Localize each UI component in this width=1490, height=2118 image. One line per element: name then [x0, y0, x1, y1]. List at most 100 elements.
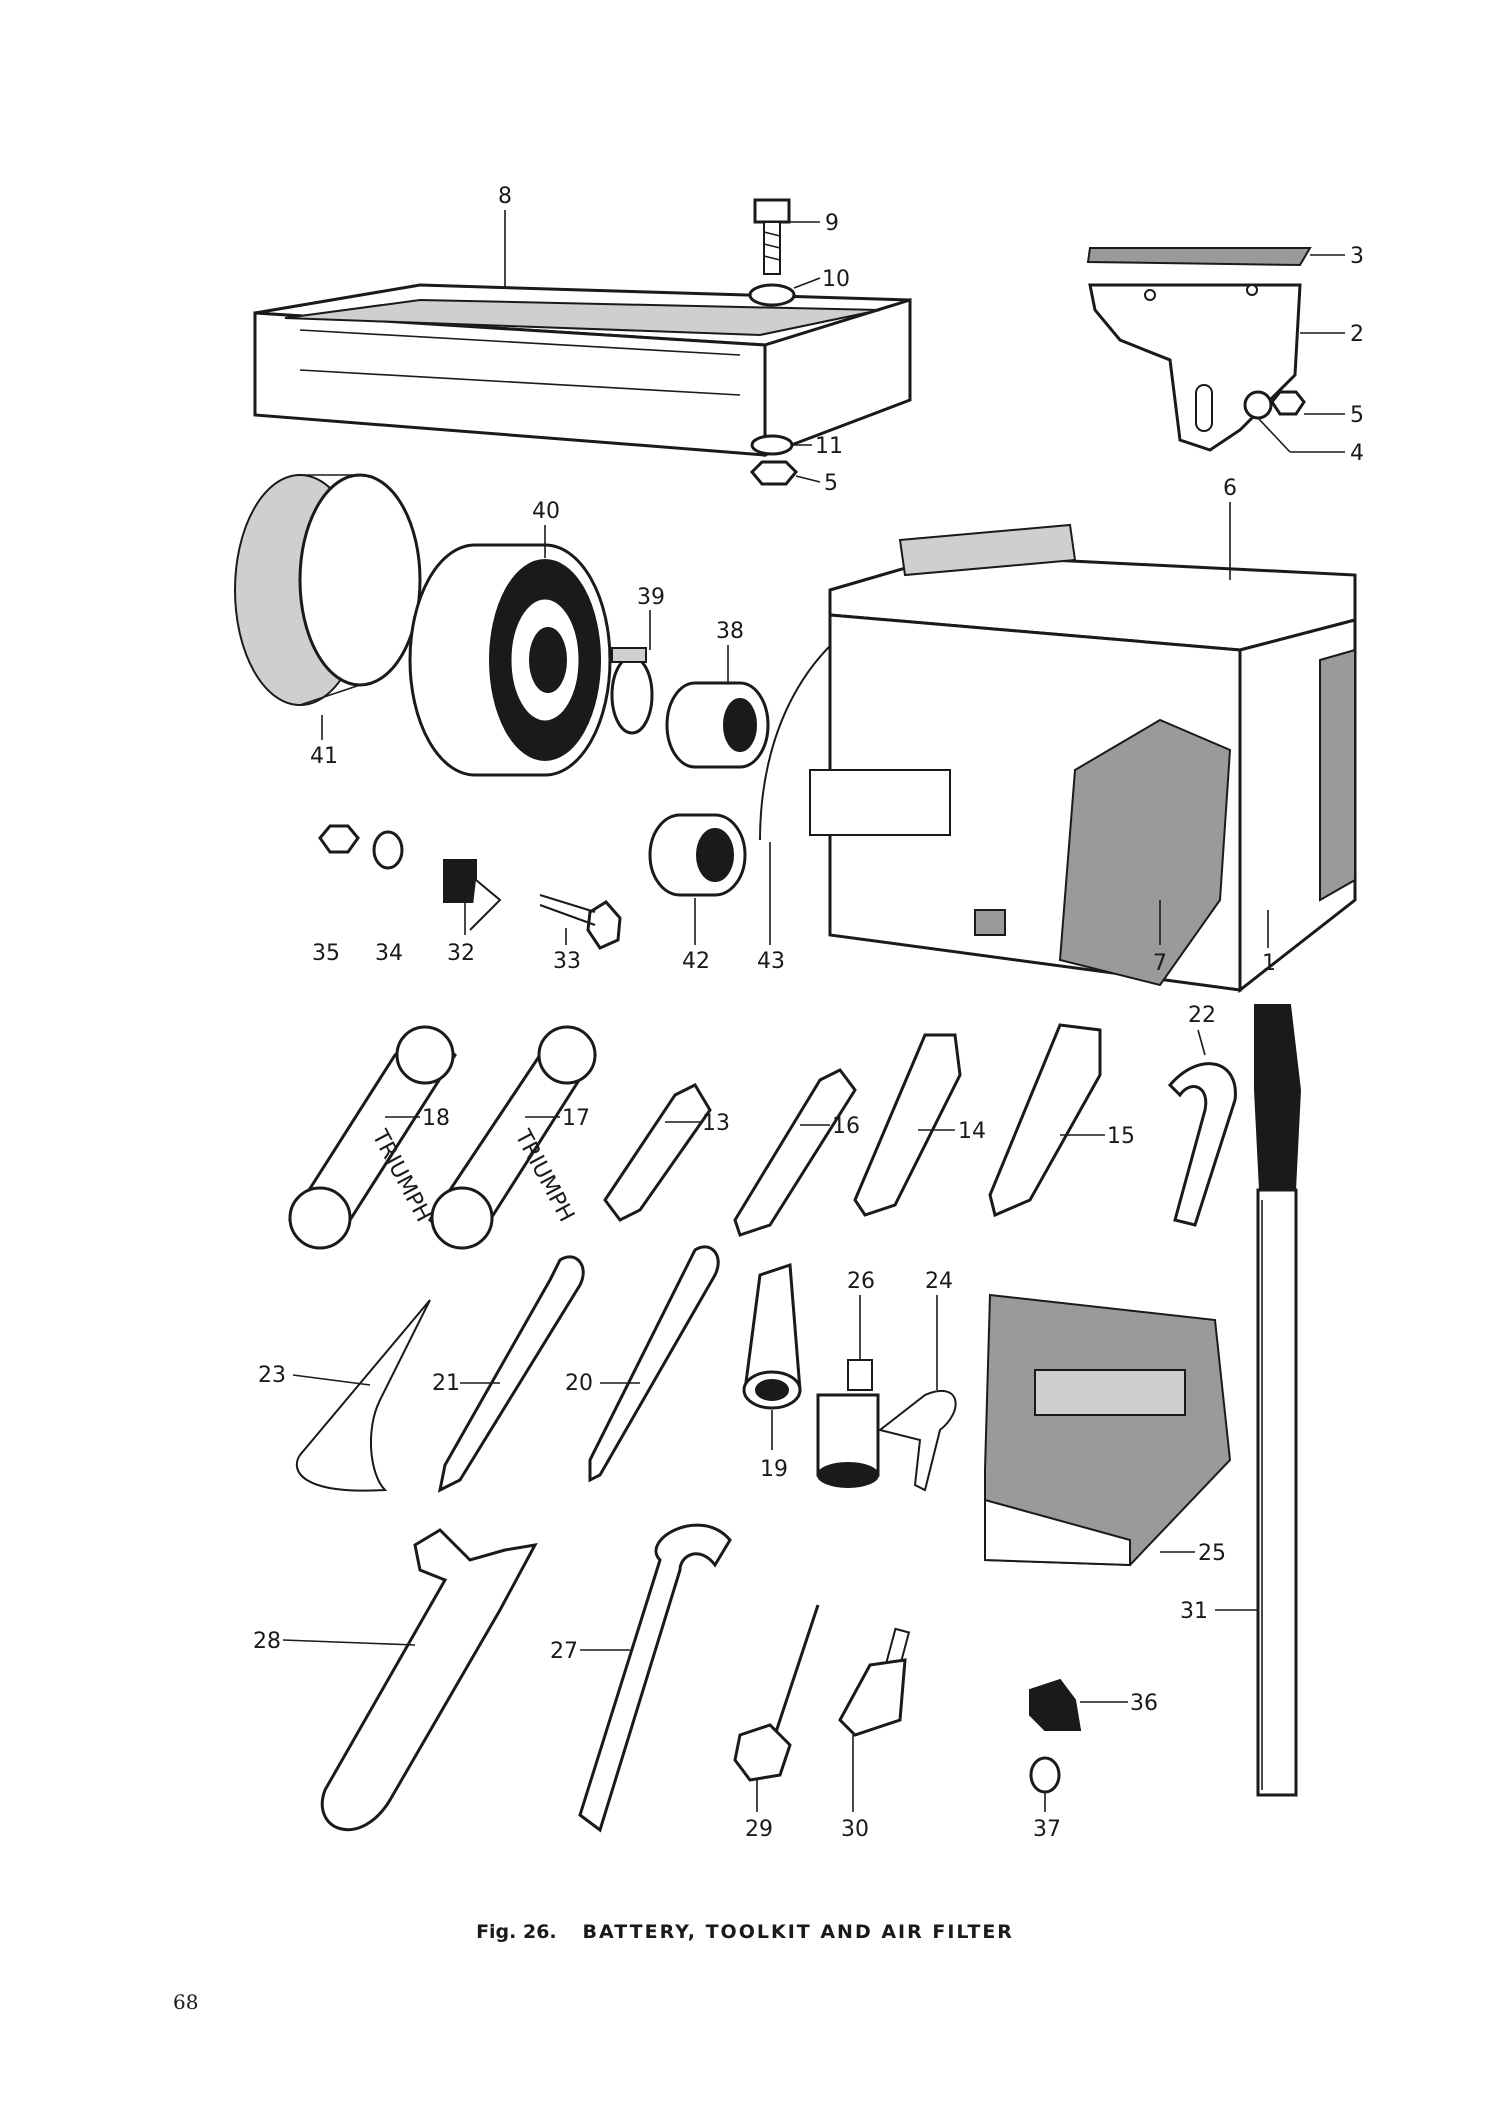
callout-label: 17 — [562, 1106, 590, 1131]
callout-23: 23 — [258, 1363, 371, 1388]
callout-label: 18 — [422, 1106, 450, 1131]
callout-13: 13 — [665, 1111, 730, 1136]
rubber-pad-illustration — [1086, 247, 1312, 267]
nut-illustration — [318, 824, 360, 854]
callout-18: 18 — [385, 1106, 450, 1131]
callout-label: 14 — [958, 1119, 986, 1144]
callout-34: 34 — [375, 941, 403, 966]
callout-label: 33 — [553, 949, 581, 974]
callout-24: 24 — [925, 1269, 953, 1390]
callout-label: 5 — [1350, 403, 1364, 428]
callout-28: 28 — [253, 1629, 416, 1654]
callout-5a: 5 — [1304, 403, 1364, 428]
hose-illustration — [665, 681, 770, 769]
callout-21: 21 — [432, 1371, 500, 1396]
callout-label: 15 — [1107, 1124, 1135, 1149]
callout-6: 6 — [1223, 476, 1237, 580]
callout-label: 6 — [1223, 476, 1237, 501]
open-spanner-illustration — [988, 1023, 1102, 1218]
callout-label: 36 — [1130, 1691, 1158, 1716]
callout-17: 17 — [525, 1106, 590, 1131]
battery-illustration — [809, 523, 1357, 994]
tyre-lever-illustration — [437, 1255, 585, 1493]
callout-label: 21 — [432, 1371, 460, 1396]
callout-label: 1 — [1262, 951, 1276, 976]
spring-washer-illustration — [750, 434, 794, 456]
callout-1: 1 — [1262, 910, 1276, 976]
callout-14: 14 — [918, 1119, 986, 1144]
callout-25: 25 — [1160, 1541, 1226, 1566]
callout-label: 30 — [841, 1817, 869, 1842]
callout-label: 5 — [824, 471, 838, 496]
callout-label: 9 — [825, 211, 839, 236]
connector-ring-illustration — [648, 813, 747, 897]
callout-label: 23 — [258, 1363, 286, 1388]
callout-7: 7 — [1153, 900, 1167, 976]
callout-42: 42 — [682, 898, 710, 974]
callout-30: 30 — [841, 1735, 869, 1842]
c-spanner-illustration — [578, 1523, 732, 1833]
washer-illustration — [372, 830, 404, 870]
box-spanner-tube-illustration — [742, 1262, 802, 1410]
callout-27: 27 — [550, 1639, 630, 1664]
callout-label: 3 — [1350, 244, 1364, 269]
callout-26: 26 — [847, 1269, 875, 1360]
open-spanner-illustration — [853, 1033, 962, 1217]
callout-label: 41 — [310, 744, 338, 769]
callout-4: 4 — [1257, 417, 1364, 466]
callout-label: 16 — [832, 1114, 860, 1139]
callout-label: 26 — [847, 1269, 875, 1294]
callout-33: 33 — [553, 928, 581, 974]
page-number: 68 — [173, 1990, 199, 2014]
callout-5b: 5 — [795, 471, 838, 496]
callout-8: 8 — [498, 184, 512, 288]
callout-label: 22 — [1188, 1003, 1216, 1028]
box-spanner-illustration — [733, 1068, 857, 1237]
callout-label: 19 — [760, 1457, 788, 1482]
callout-2: 2 — [1300, 322, 1364, 347]
callout-label: 8 — [498, 184, 512, 209]
callout-22: 22 — [1188, 1003, 1216, 1056]
callout-label: 10 — [822, 267, 850, 292]
figure-number: Fig. 26. — [476, 1921, 557, 1943]
callout-36: 36 — [1080, 1691, 1158, 1716]
callout-label: 27 — [550, 1639, 578, 1664]
callout-label: 42 — [682, 949, 710, 974]
callout-32: 32 — [447, 903, 475, 966]
callout-3: 3 — [1310, 244, 1364, 269]
ring-spanner-illustration: TRIUMPH — [288, 1025, 457, 1250]
washer-illustration — [1029, 1756, 1061, 1794]
figure-caption: Fig. 26. BATTERY, TOOLKIT AND AIR FILTER — [0, 1921, 1490, 1943]
callout-label: 37 — [1033, 1817, 1061, 1842]
clip-illustration — [443, 859, 502, 931]
tyre-lever-illustration — [588, 1245, 720, 1483]
air-filter-housing-illustration — [234, 473, 422, 706]
callout-41: 41 — [310, 715, 338, 769]
callout-label: 11 — [815, 434, 843, 459]
c-spanner-illustration — [1167, 1062, 1237, 1227]
valve-key-illustration — [295, 1299, 431, 1492]
callout-label: 43 — [757, 949, 785, 974]
adaptor-illustration — [816, 1359, 880, 1488]
bracket-illustration — [1088, 283, 1306, 452]
callout-label: 39 — [637, 585, 665, 610]
callout-39: 39 — [637, 585, 665, 650]
clip-illustration — [1029, 1678, 1082, 1731]
figure-title: BATTERY, TOOLKIT AND AIR FILTER — [582, 1921, 1014, 1943]
callout-38: 38 — [716, 619, 744, 683]
callout-10: 10 — [793, 267, 850, 292]
callout-label: 38 — [716, 619, 744, 644]
bolt-illustration — [753, 198, 791, 275]
callout-label: 34 — [375, 941, 403, 966]
key-illustration — [877, 1389, 957, 1492]
callout-label: 20 — [565, 1371, 593, 1396]
callout-label: 31 — [1180, 1599, 1208, 1624]
callout-label: 25 — [1198, 1541, 1226, 1566]
callout-label: 32 — [447, 941, 475, 966]
battery-tray-illustration — [253, 283, 912, 458]
tyre-pump-illustration — [1254, 1004, 1302, 1797]
callout-15: 15 — [1060, 1124, 1135, 1149]
callout-20: 20 — [565, 1371, 640, 1396]
screw-illustration — [539, 894, 622, 950]
